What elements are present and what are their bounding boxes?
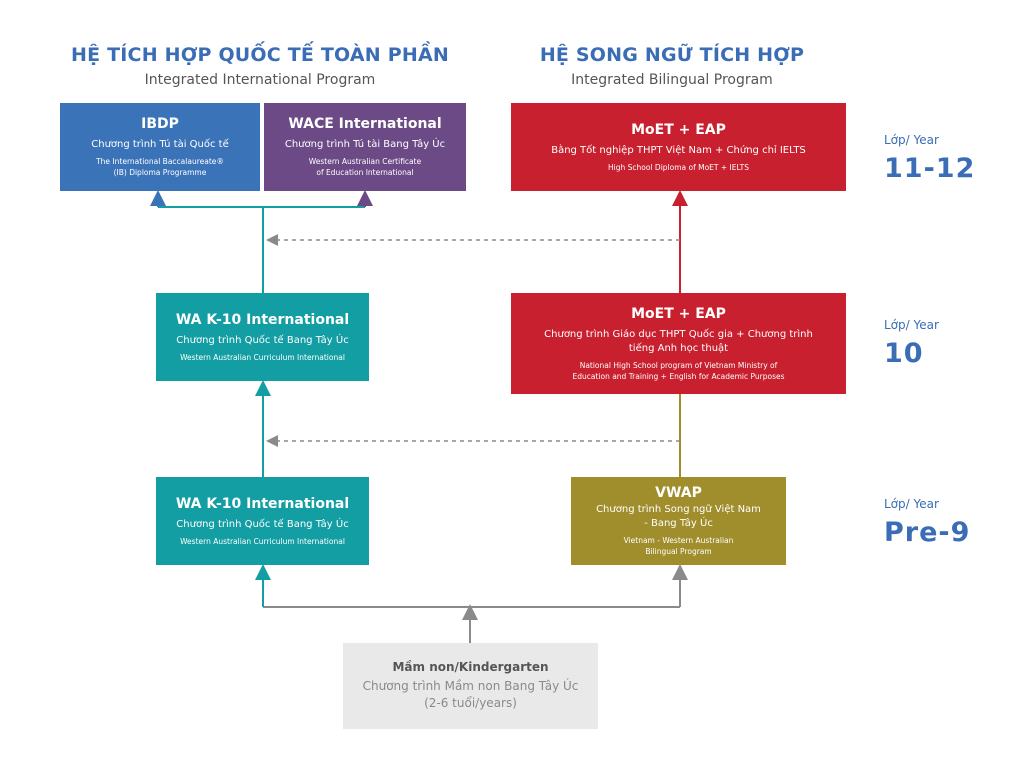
- box-vn-line: Chương trình Giáo dục THPT Quốc gia + Ch…: [544, 328, 813, 340]
- box-vn: Chương trình Song ngữ Việt Nam - Bang Tâ…: [596, 503, 761, 531]
- year-value: 11-12: [884, 153, 976, 184]
- box-en-line: National High School program of Vietnam …: [579, 360, 778, 370]
- box-vn-line: (2-6 tuổi/years): [424, 696, 517, 710]
- box-moet-top: MoET + EAP Bằng Tốt nghiệp THPT Việt Nam…: [511, 103, 846, 191]
- box-en-line: The International Baccalaureate®: [96, 157, 224, 166]
- box-vn: Chương trình Tú tài Bang Tây Úc: [284, 139, 446, 150]
- box-vwap: VWAP Chương trình Song ngữ Việt Nam - Ba…: [571, 477, 786, 565]
- header-left-title: HỆ TÍCH HỢP QUỐC TẾ TOÀN PHẦN: [71, 44, 449, 66]
- box-title: IBDP: [141, 116, 179, 132]
- box-en-line: Education and Training + English for Aca…: [572, 371, 785, 381]
- box-en-line: Western Australian Certificate: [308, 157, 422, 166]
- year-label-text: Lớp/ Year: [884, 318, 939, 332]
- box-vn: Chương trình Tú tài Quốc tế: [91, 139, 229, 150]
- year-value: Pre-9: [884, 517, 971, 548]
- box-en: Western Australian Curriculum Internatio…: [180, 536, 345, 546]
- box-wa10-mid: WA K-10 International Chương trình Quốc …: [156, 293, 369, 381]
- box-title: MoET + EAP: [631, 121, 726, 138]
- header-right-subtitle: Integrated Bilingual Program: [571, 72, 773, 88]
- box-en-line: of Education International: [316, 168, 414, 177]
- box-en: Western Australian Curriculum Internatio…: [180, 352, 345, 362]
- box-en: National High School program of Vietnam …: [572, 360, 784, 382]
- year-label-text: Lớp/ Year: [884, 497, 939, 511]
- box-title: VWAP: [655, 485, 702, 501]
- year-label-11-12: Lớp/ Year 11-12: [884, 133, 975, 184]
- year-label-text: Lớp/ Year: [884, 133, 939, 147]
- box-vn: Chương trình Quốc tế Bang Tây Úc: [176, 518, 349, 530]
- box-title: WACE International: [288, 116, 442, 132]
- year-value: 10: [884, 338, 924, 369]
- box-en: Vietnam - Western Australian Bilingual P…: [624, 535, 734, 557]
- box-kindergarten: Mầm non/Kindergarten Chương trình Mầm no…: [343, 643, 598, 729]
- box-vn: Chương trình Giáo dục THPT Quốc gia + Ch…: [544, 328, 813, 356]
- box-vn: Chương trình Mầm non Bang Tây Úc (2-6 tu…: [363, 678, 579, 712]
- box-en-line: Vietnam - Western Australian: [623, 536, 734, 545]
- box-title: MoET + EAP: [631, 305, 726, 322]
- box-wa10-low: WA K-10 International Chương trình Quốc …: [156, 477, 369, 565]
- box-vn-line: Chương trình Song ngữ Việt Nam: [596, 504, 761, 515]
- box-vn-line: Chương trình Mầm non Bang Tây Úc: [362, 679, 579, 693]
- box-vn-line: tiếng Anh học thuật: [628, 342, 729, 354]
- header-left-subtitle: Integrated International Program: [144, 72, 376, 88]
- box-ibdp: IBDP Chương trình Tú tài Quốc tế The Int…: [60, 103, 260, 191]
- box-vn: Bằng Tốt nghiệp THPT Việt Nam + Chứng ch…: [551, 144, 806, 156]
- year-label-10: Lớp/ Year 10: [884, 318, 939, 369]
- box-wace: WACE International Chương trình Tú tài B…: [264, 103, 466, 191]
- header-right: HỆ SONG NGỮ TÍCH HỢP Integrated Bilingua…: [472, 44, 872, 88]
- year-label-pre-9: Lớp/ Year Pre-9: [884, 497, 970, 548]
- box-vn-line: - Bang Tây Úc: [644, 518, 713, 529]
- box-title: WA K-10 International: [175, 311, 350, 328]
- box-en-line: (IB) Diploma Programme: [113, 168, 207, 177]
- box-en: The International Baccalaureate® (IB) Di…: [96, 156, 224, 178]
- box-vn: Chương trình Quốc tế Bang Tây Úc: [176, 334, 349, 346]
- box-moet-mid: MoET + EAP Chương trình Giáo dục THPT Qu…: [511, 293, 846, 394]
- box-en: Western Australian Certificate of Educat…: [309, 156, 421, 178]
- box-title: WA K-10 International: [175, 495, 350, 512]
- header-left: HỆ TÍCH HỢP QUỐC TẾ TOÀN PHẦN Integrated…: [60, 44, 460, 88]
- box-title: Mầm non/Kindergarten: [392, 660, 549, 674]
- box-en: High School Diploma of MoET + IELTS: [608, 162, 749, 172]
- header-right-title: HỆ SONG NGỮ TÍCH HỢP: [539, 44, 805, 66]
- box-en-line: Bilingual Program: [645, 547, 712, 556]
